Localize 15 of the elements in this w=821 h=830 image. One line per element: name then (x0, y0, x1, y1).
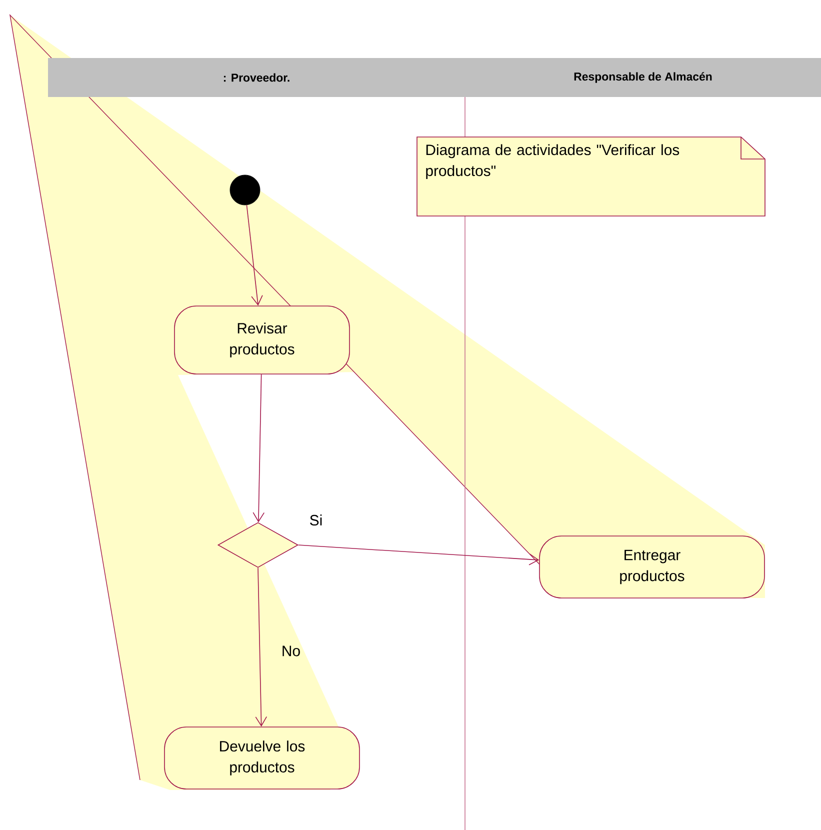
arrow (298, 544, 540, 566)
edge-label: Si (310, 514, 322, 526)
activity-box: Entregar productos (539, 536, 765, 598)
arrow (255, 568, 268, 727)
start-node (230, 174, 260, 206)
edge-label: No (282, 646, 300, 656)
node-label: : Proveedor. (224, 73, 290, 82)
activity-box: Revisar productos (174, 306, 350, 374)
note: Diagrama de actividades "Verificar los productos" (416, 136, 766, 216)
lane-header: Responsable de Almacén (465, 58, 821, 97)
arrow (252, 374, 265, 522)
lane-header: : Proveedor. (48, 58, 465, 97)
arrow (246, 204, 263, 306)
node-label: Responsable de Almacén (574, 72, 712, 83)
activity-box: Devuelve los productos (164, 726, 360, 790)
